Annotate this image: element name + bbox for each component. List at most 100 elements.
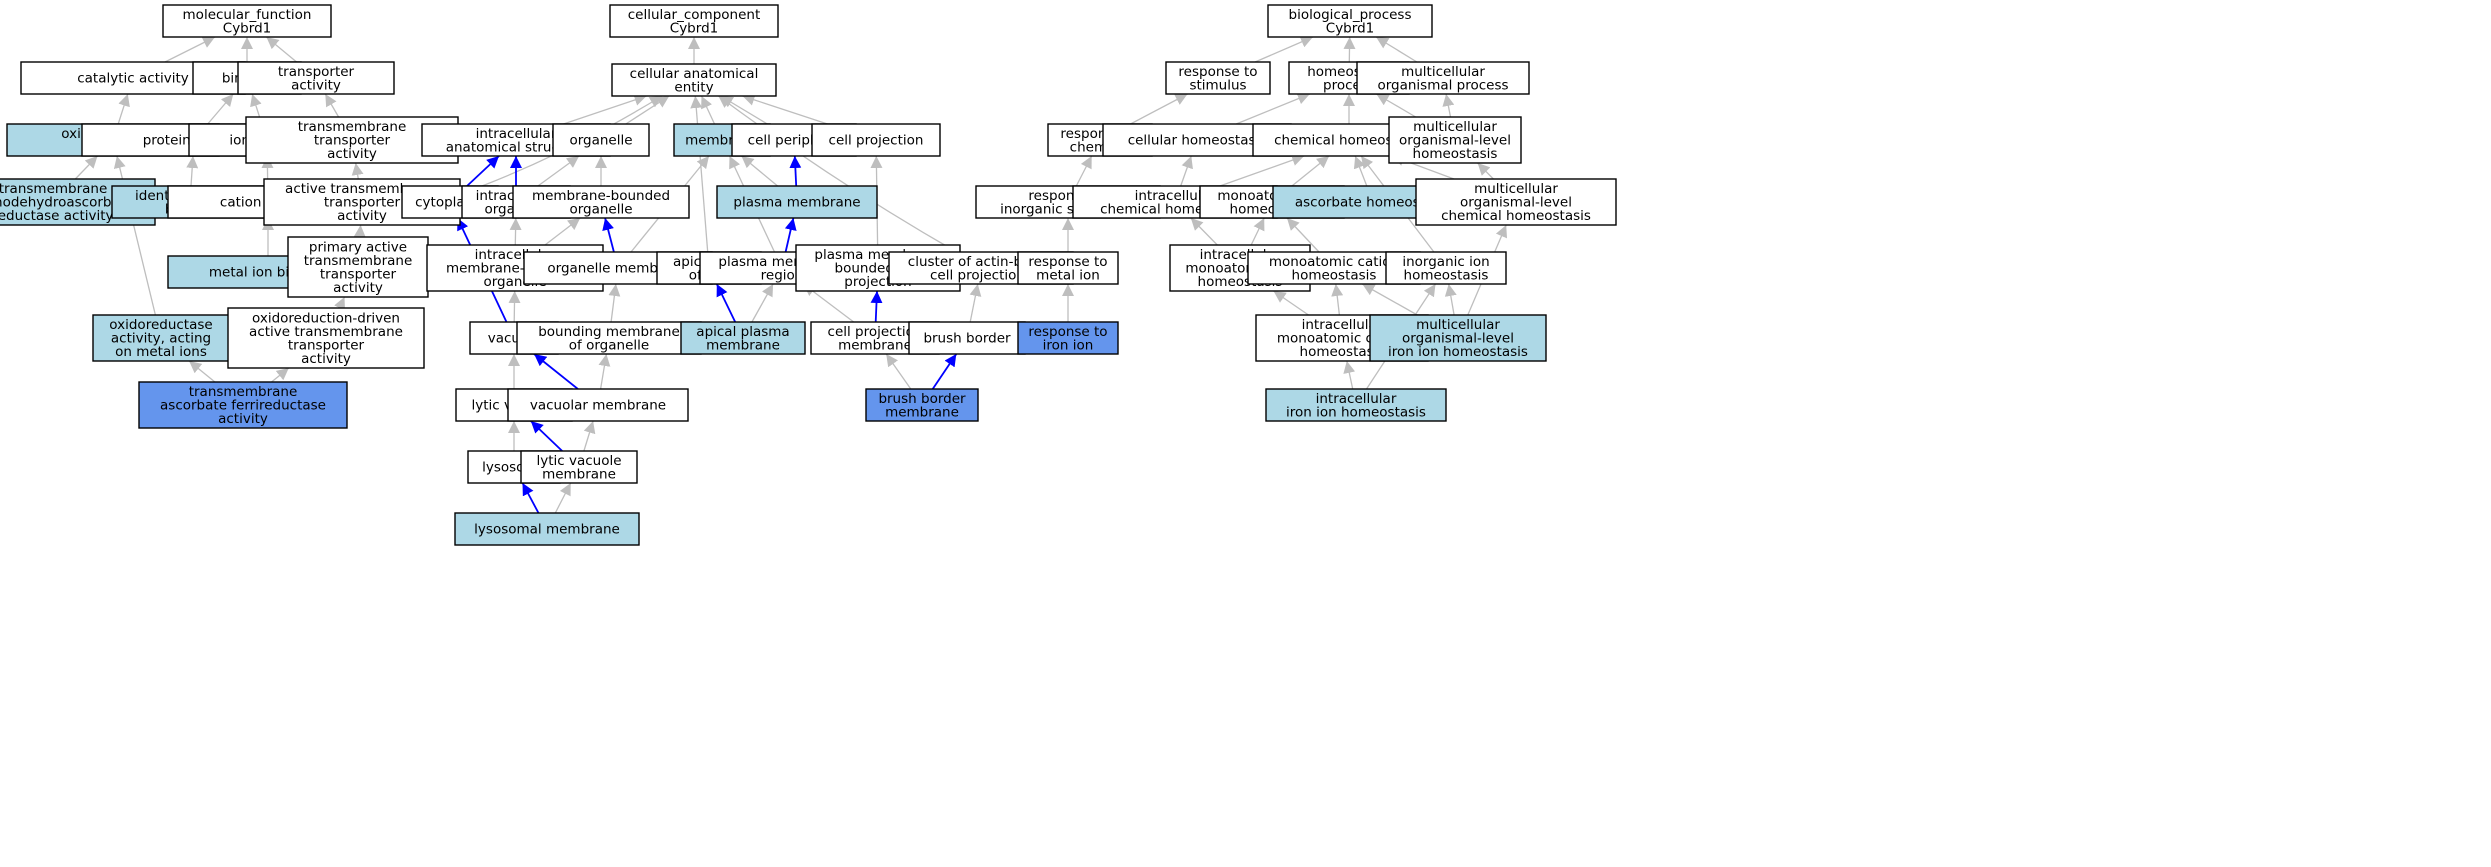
node-label-line: organelle membrane: [547, 261, 688, 277]
node-box: [507, 388, 689, 422]
edge-is_a-resp_inorganic-to-resp_chemical: [1075, 155, 1093, 187]
node-label-line: lysosomal membrane: [474, 522, 620, 538]
edge-is_a-imbo-to-intracellular_org: [509, 217, 522, 246]
node-label-line: homeostasis: [1404, 267, 1489, 283]
edge-is_a-actin_cluster-to-cae: [718, 95, 957, 253]
node-label-line: response to: [1028, 324, 1107, 340]
edge-part_of-brush_border_membrane-to-brush_border: [931, 353, 958, 390]
node-label-line: ascorbate ferrireductase: [160, 398, 326, 414]
edge-is_a-transporter-to-mf_root: [265, 36, 298, 63]
node-vacuolar-membrane[interactable]: vacuolar membrane: [507, 388, 689, 422]
edge-is_a-cell_projection-to-cae: [742, 94, 828, 125]
node-label-line: multicellular: [1413, 119, 1497, 135]
node-cell-projection[interactable]: cell projection: [811, 123, 941, 157]
node-label-line: molecular_function: [183, 7, 312, 23]
node-label-line: activity: [327, 146, 377, 162]
node-label-line: organismal-level: [1460, 195, 1572, 211]
node-lysosomal-membrane[interactable]: lysosomal membrane: [454, 512, 640, 546]
node-box: [512, 185, 690, 219]
node-label-line: vacuolar membrane: [530, 398, 666, 414]
node-label-line: ascorbate homeostasis: [1295, 195, 1451, 211]
node-label-line: bounding membrane: [538, 324, 680, 340]
node-label-line: biological_process: [1289, 7, 1412, 23]
node-box: [237, 61, 395, 95]
node-brush-border[interactable]: brush border: [908, 321, 1026, 355]
node-label-line: organismal-level: [1399, 133, 1511, 149]
edge-part_of-vacuolar_membrane-to-vacuole: [533, 353, 579, 390]
node-label-line: multicellular: [1474, 181, 1558, 197]
edge-is_a-mc_iron-to-monoatomic_cation: [1361, 283, 1418, 316]
node-label-line: stimulus: [1189, 77, 1246, 93]
edge-is_a-bounding_membrane-to-organelle_membrane: [608, 283, 621, 323]
node-box: [1165, 61, 1271, 95]
edge-part_of-plasma_membrane-to-cell_periphery: [789, 155, 802, 187]
node-label-line: entity: [674, 79, 713, 95]
node-label-line: transporter: [288, 337, 365, 353]
node-label-line: membrane-bounded: [532, 188, 670, 204]
node-box: [865, 388, 979, 422]
node-label-line: chemical homeostasis: [1441, 208, 1591, 224]
node-box: [1385, 251, 1507, 285]
node-label-line: multicellular: [1401, 64, 1485, 80]
edge-is_a-multicell_homeo-to-multicell_org: [1442, 93, 1455, 118]
edge-is_a-lv_membrane-to-vacuolar_membrane: [583, 420, 596, 452]
edge-is_a-imbo-to-mbo: [544, 217, 581, 246]
node-label-line: cell projection: [829, 133, 924, 149]
node-label-line: response to: [1178, 64, 1257, 80]
node-plasma-membrane[interactable]: plasma membrane: [716, 185, 878, 219]
node-label-line: anatomical structure: [446, 139, 587, 155]
node-label-line: transmembrane: [298, 119, 407, 135]
node-label-line: membrane: [838, 337, 912, 353]
node-label-line: Cybrd1: [223, 20, 271, 36]
edge-is_a-organelle-to-cae: [625, 95, 670, 125]
edge-is_a-mc_chem_homeo-to-multicell_homeo: [1477, 162, 1494, 180]
node-label-line: intracellular: [1316, 391, 1397, 407]
node-box: [1415, 178, 1617, 226]
edge-is_a-lysosomal_membrane-to-lv_membrane: [554, 482, 572, 514]
edge-is_a-tm_ferrireductase-to-oxred_metal: [188, 360, 216, 383]
node-primary-active[interactable]: primary activetransmembranetransporterac…: [287, 236, 429, 298]
node-label-line: cellular anatomical: [630, 66, 759, 82]
edge-is_a-resp_chemical-to-resp_stimulus: [1130, 93, 1188, 125]
node-label-line: activity, acting: [111, 331, 211, 347]
node-label-line: intracellular: [1135, 188, 1216, 204]
node-label-line: homeostasis: [1300, 344, 1385, 360]
edge-is_a-identical_protein-to-protein_binding: [186, 155, 199, 187]
node-label-line: multicellular: [1416, 317, 1500, 333]
node-label-line: transmembrane: [189, 384, 298, 400]
node-label-line: of organelle: [569, 337, 649, 353]
node-organelle[interactable]: organelle: [552, 123, 650, 157]
node-label-line: on metal ions: [115, 344, 207, 360]
edge-is_a-ic_chem_homeo-to-cellular_homeo: [1180, 155, 1193, 187]
edge-is_a-apical_part-to-cae: [690, 95, 709, 253]
node-label-line: intracellular: [1302, 317, 1383, 333]
node-label-line: catalytic activity: [77, 71, 189, 87]
node-label-line: active transmembrane: [285, 181, 439, 197]
edge-part_of-cp_membrane-to-pm_bcp: [870, 290, 883, 323]
node-box: [552, 123, 650, 157]
node-label-line: transporter: [324, 195, 401, 211]
node-label-line: organelle: [569, 133, 632, 149]
